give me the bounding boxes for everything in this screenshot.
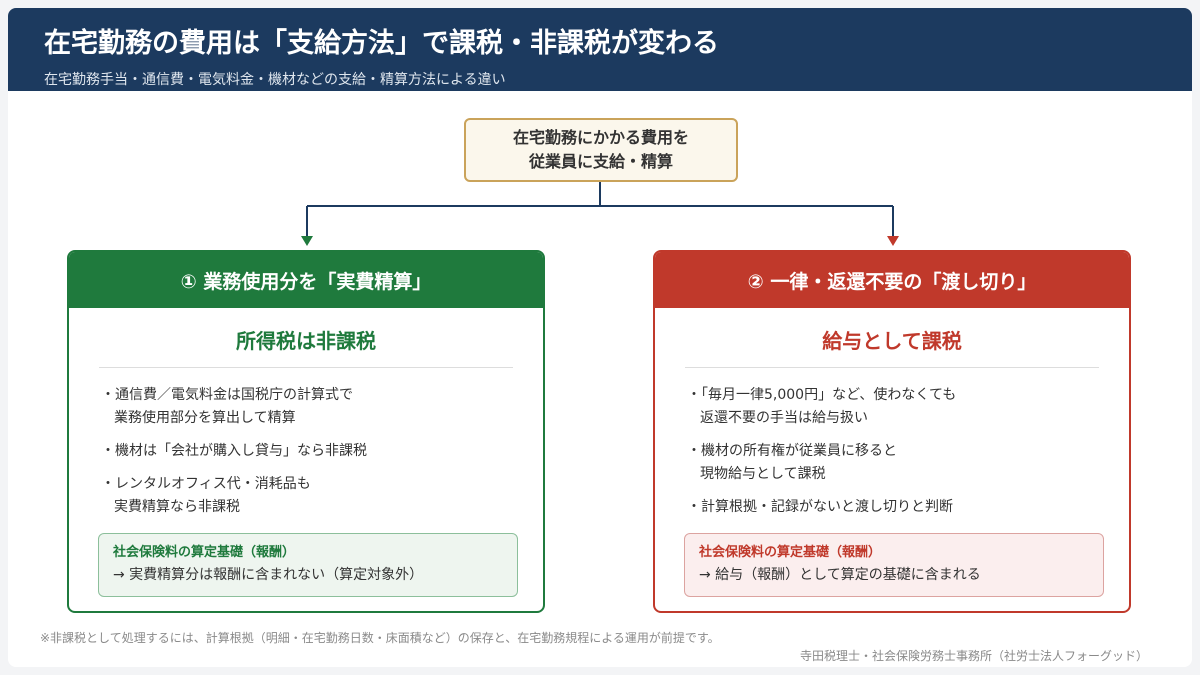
- root-node-line1: 在宅勤務にかかる費用を: [512, 128, 689, 147]
- card-heading: ① 業務使用分を「実費精算」: [69, 252, 543, 308]
- bullet-list: ・「毎月一律5,000円」など、使わなくても 返還不要の手当は給与扱い ・機材の…: [687, 384, 1107, 529]
- list-item: ・レンタルオフィス代・消耗品も 実費精算なら非課税: [101, 473, 521, 519]
- note-body: → 実費精算分は報酬に含まれない（算定対象外）: [113, 567, 424, 583]
- social-insurance-note: 社会保険料の算定基礎（報酬） → 給与（報酬）として算定の基礎に含まれる: [684, 533, 1104, 597]
- divider: [99, 367, 513, 368]
- list-item: ・機材の所有権が従業員に移ると 現物給与として課税: [687, 440, 1107, 486]
- social-insurance-note: 社会保険料の算定基礎（報酬） → 実費精算分は報酬に含まれない（算定対象外）: [98, 533, 518, 597]
- bullet-line: 返還不要の手当は給与扱い: [700, 410, 868, 426]
- right-arrow-icon: [887, 236, 899, 246]
- root-node: 在宅勤務にかかる費用を 従業員に支給・精算: [464, 118, 738, 182]
- bullet-line: ・計算根拠・記録がないと渡し切りと判断: [687, 499, 953, 515]
- card-heading: ② 一律・返還不要の「渡し切り」: [655, 252, 1129, 308]
- list-item: ・「毎月一律5,000円」など、使わなくても 返還不要の手当は給与扱い: [687, 384, 1107, 430]
- credit-line: 寺田税理士・社会保険労務士事務所（社労士法人フォーグッド）: [799, 649, 1148, 663]
- list-item: ・機材は「会社が購入し貸与」なら非課税: [101, 440, 521, 463]
- bullet-list: ・通信費／電気料金は国税庁の計算式で 業務使用部分を算出して精算 ・機材は「会社…: [101, 384, 521, 529]
- flat-allowance-card: ② 一律・返還不要の「渡し切り」 給与として課税 ・「毎月一律5,000円」など…: [653, 250, 1131, 613]
- note-title: 社会保険料の算定基礎（報酬）: [699, 545, 882, 560]
- card-verdict: 給与として課税: [822, 329, 962, 353]
- bullet-line: ・レンタルオフィス代・消耗品も: [101, 476, 311, 492]
- bullet-line: ・機材は「会社が購入し貸与」なら非課税: [101, 443, 367, 459]
- bullet-line: 現物給与として課税: [700, 466, 826, 482]
- header-banner: 在宅勤務の費用は「支給方法」で課税・非課税が変わる 在宅勤務手当・通信費・電気料…: [8, 8, 1192, 91]
- note-body: → 給与（報酬）として算定の基礎に含まれる: [699, 567, 981, 583]
- card-verdict: 所得税は非課税: [236, 329, 376, 353]
- bullet-line: ・機材の所有権が従業員に移ると: [687, 443, 897, 459]
- bullet-line: 実費精算なら非課税: [114, 499, 240, 515]
- bullet-line: ・「毎月一律5,000円」など、使わなくても: [687, 387, 957, 403]
- bullet-line: ・通信費／電気料金は国税庁の計算式で: [101, 387, 353, 403]
- list-item: ・計算根拠・記録がないと渡し切りと判断: [687, 496, 1107, 519]
- list-item: ・通信費／電気料金は国税庁の計算式で 業務使用部分を算出して精算: [101, 384, 521, 430]
- bullet-line: 業務使用部分を算出して精算: [114, 410, 296, 426]
- root-node-line2: 従業員に支給・精算: [528, 152, 673, 171]
- page-title: 在宅勤務の費用は「支給方法」で課税・非課税が変わる: [44, 28, 719, 59]
- footnote: ※非課税として処理するには、計算根拠（明細・在宅勤務日数・床面積など）の保存と、…: [40, 631, 720, 645]
- divider: [685, 367, 1099, 368]
- page-subtitle: 在宅勤務手当・通信費・電気料金・機材などの支給・精算方法による違い: [44, 72, 506, 88]
- note-title: 社会保険料の算定基礎（報酬）: [113, 545, 296, 560]
- left-arrow-icon: [301, 236, 313, 246]
- actual-expense-card: ① 業務使用分を「実費精算」 所得税は非課税 ・通信費／電気料金は国税庁の計算式…: [67, 250, 545, 613]
